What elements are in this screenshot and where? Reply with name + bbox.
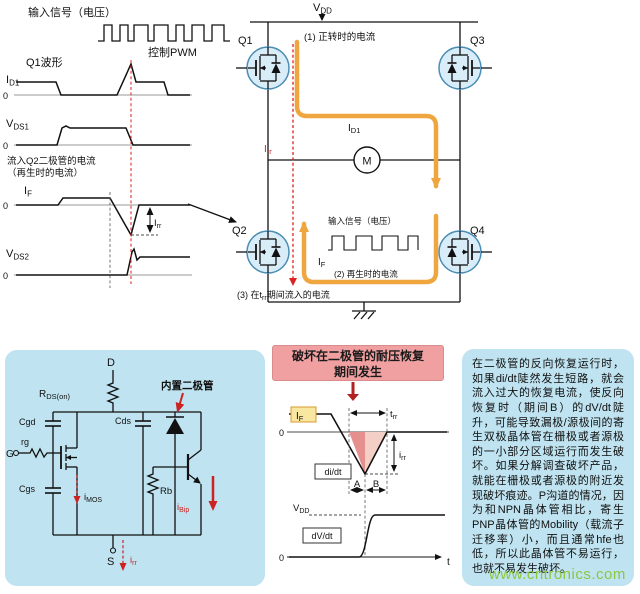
panel-title: Q1波形 (26, 56, 63, 69)
rdson-label: RDS(on) (39, 389, 70, 401)
mosfet-q2 (246, 230, 290, 274)
rg-label: rg (21, 437, 29, 447)
motor-label: M (362, 156, 371, 168)
region-a-fill (349, 432, 365, 474)
cds-label: Cds (115, 416, 132, 426)
q1-waveform-panel: Q1波形 ID1 0 VDS1 0 流入Q2二极管的电流 （再生时的电流） IF… (3, 56, 237, 288)
didt-box (314, 463, 352, 480)
zero-label: 0 (3, 271, 8, 281)
q2-diode-note-line2: （再生时的电流） (7, 167, 83, 179)
mosfet-model-box: D RDS(on) Cgd G rg Cgs (5, 350, 265, 586)
recovery-waveform: 0 IF trr irr di/dt A B VDD dV/dt 0 t (279, 406, 450, 568)
if-label-box (290, 406, 317, 423)
builtin-diode-label: 内置二极管 (161, 379, 214, 392)
vds2-label: VDS2 (6, 248, 29, 262)
npn-collector-diag (187, 449, 202, 461)
forward-current-path (294, 39, 441, 189)
recovery-irr-label: irr (399, 450, 406, 462)
failure-pointer-arrow (347, 382, 359, 401)
regen-current-note: (2) 再生时的电流 (334, 269, 398, 279)
trr-label: trr (390, 409, 398, 421)
cgd-label: Cgd (19, 417, 36, 427)
mosfet-q1 (246, 46, 290, 90)
failure-note-line2: 期间发生 (333, 364, 382, 379)
failure-note-line1: 破坏在二极管的耐压恢复 (291, 349, 424, 363)
explanation-text: 在二极管的反向恢复运行时，如果di/dt陡然发生短路，就会流入过大的恢复电流，使… (472, 358, 624, 575)
bridge-id1-label: ID1 (348, 123, 360, 135)
trr-current-note: (3) 在trr期间流入的电流 (237, 289, 330, 302)
pwm-control-label: 控制PWM (148, 47, 197, 59)
regen-current-path (299, 213, 439, 285)
region-a-label: A (354, 479, 361, 490)
vds1-trace (16, 125, 190, 146)
recovery-if-label: IF (296, 411, 304, 423)
drain-terminal-label: D (107, 357, 115, 369)
zero-label: 0 (3, 91, 8, 101)
q4-label: Q4 (470, 225, 485, 237)
didt-label: di/dt (324, 467, 342, 477)
time-axis-label: t (447, 557, 450, 568)
ground-hatch-1 (353, 311, 361, 320)
failure-pointer-head (347, 394, 359, 401)
region-b-label: B (373, 479, 379, 490)
forward-current-note: (1) 正转时的电流 (304, 31, 376, 43)
source-terminal-label: S (107, 556, 114, 568)
recovery-vdd-label: VDD (293, 503, 309, 515)
vdd-label: VDD (313, 2, 332, 16)
bridge-irr-label: Irr (264, 144, 272, 156)
rb-label: Rb (160, 486, 172, 497)
bridge-if-label: IF (318, 257, 326, 269)
dvdt-label: dV/dt (311, 531, 333, 541)
model-irr-label: irr (130, 555, 137, 567)
vds2-trace (16, 247, 190, 276)
failure-note-box: 破坏在二极管的耐压恢复 期间发生 (272, 345, 444, 381)
q3-label: Q3 (470, 35, 485, 47)
zero-label: 0 (3, 201, 8, 211)
rb-resistor (146, 472, 160, 500)
cgs-label: Cgs (19, 484, 36, 494)
motor-symbol (353, 146, 381, 174)
zero-label: 0 (279, 428, 284, 438)
zero-label: 0 (3, 141, 8, 151)
diode-triangle (166, 418, 184, 434)
builtin-diode-pointer-arrow (175, 392, 185, 413)
watermark: www.cntronics.com (489, 566, 626, 583)
q1-label: Q1 (238, 35, 253, 47)
h-bridge-circuit: VDD M Q1 Q3 Q2 Q4 (1) 正转时的电流 ID1 Irr (232, 2, 492, 320)
if-trace (16, 197, 190, 237)
pwm-waveform (98, 24, 230, 42)
zero-label: 0 (279, 553, 284, 563)
input-signal-label: 输入信号（电压） (28, 7, 116, 19)
q2-label: Q2 (232, 225, 247, 237)
ground-hatch-2 (360, 311, 368, 320)
gate-terminal-label: G (6, 449, 14, 460)
npn-emitter-diag (187, 473, 201, 484)
rdson-resistor (106, 380, 120, 408)
mosfet-q4 (438, 230, 482, 274)
q2-diode-note-line1: 流入Q2二极管的电流 (7, 155, 96, 167)
source-terminal (109, 547, 117, 554)
vds-trace (289, 514, 445, 558)
irr-label: Irr (154, 218, 162, 230)
vds1-label: VDS1 (6, 118, 29, 132)
if-label: IF (24, 185, 32, 199)
explanation-box: 在二极管的反向恢复运行时，如果di/dt陡然发生短路，就会流入过大的恢复电流，使… (462, 349, 634, 586)
mosfet-model-circuit: D RDS(on) Cgd G rg Cgs (6, 357, 218, 571)
rg-resistor (27, 447, 51, 459)
inner-input-label: 输入信号（电压） (328, 216, 396, 226)
ground-hatch-3 (367, 311, 375, 320)
inner-pwm-trace (328, 235, 419, 251)
panel-to-circuit-arrow (187, 203, 237, 223)
ibip-label: iBip (177, 502, 189, 514)
mosfet-body-arrow (66, 455, 71, 460)
pwm-trace (98, 24, 230, 42)
id1-label: ID1 (6, 74, 20, 88)
id1-trace (16, 61, 190, 96)
gate-terminal (12, 449, 20, 457)
mosfet-q3 (438, 46, 482, 90)
dvdt-box (302, 527, 342, 544)
imos-label: iMOS (84, 492, 102, 504)
